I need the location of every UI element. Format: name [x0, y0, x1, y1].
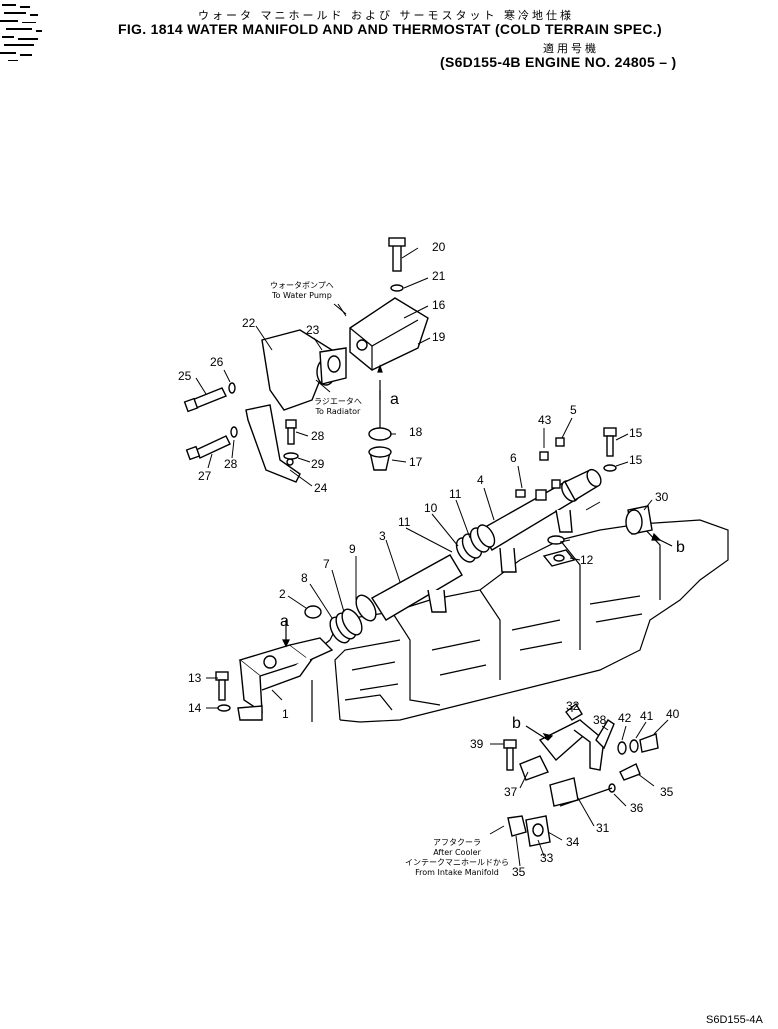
callout-41: 41	[640, 709, 654, 723]
japanese-serial-label: 適用号機	[543, 42, 599, 55]
connection-letter-a: a	[390, 391, 399, 408]
callout-15: 15	[629, 453, 643, 467]
japanese-title: ウォータ マニホールド および サーモスタット 寒冷地仕様	[198, 9, 574, 22]
callout-20: 20	[432, 240, 446, 254]
after-cooler-pipe	[503, 702, 659, 847]
callout-11: 11	[449, 487, 462, 501]
leader-lines	[195, 247, 669, 867]
callout-2: 2	[279, 587, 286, 601]
bolts-upper-left	[183, 382, 299, 461]
callout-37: 37	[504, 785, 518, 799]
callout-4: 4	[477, 473, 484, 487]
callout-14: 14	[188, 701, 202, 715]
callout-25: 25	[178, 369, 192, 383]
callout-19: 19	[432, 330, 446, 344]
callout-42: 42	[618, 711, 632, 725]
callout-33: 33	[540, 851, 554, 865]
callout-28: 28	[224, 457, 238, 471]
figure-title: FIG. 1814 WATER MANIFOLD AND AND THERMOS…	[118, 21, 662, 37]
connection-letters: a a b b	[280, 391, 685, 732]
callout-1: 1	[282, 707, 289, 721]
callout-34: 34	[566, 835, 580, 849]
note-to-radiator: ラジエータへ To Radiator	[314, 397, 362, 416]
callout-23: 23	[306, 323, 320, 337]
callout-32: 32	[566, 699, 580, 713]
callout-35: 35	[660, 785, 674, 799]
drawing-code: S6D155-4A	[706, 1014, 763, 1026]
callout-39: 39	[470, 737, 484, 751]
engine-block	[329, 519, 729, 723]
part-1-riser	[237, 637, 334, 722]
flow-arrows	[282, 364, 673, 741]
callout-9: 9	[349, 542, 356, 556]
callout-21: 21	[432, 269, 446, 283]
callout-17: 17	[409, 455, 423, 469]
callout-5: 5	[570, 403, 577, 417]
connection-letter-b: b	[676, 539, 685, 556]
callout-12: 12	[580, 553, 594, 567]
callout-16: 16	[432, 298, 446, 312]
manifold-pipe-3	[371, 554, 463, 621]
callout-38: 38	[593, 713, 607, 727]
note-to-water-pump: ウォータポンプへ To Water Pump	[270, 281, 334, 300]
connection-letter-a: a	[280, 613, 289, 630]
scan-noise	[0, 4, 42, 61]
callout-18: 18	[409, 425, 423, 439]
callout-11: 11	[398, 515, 411, 529]
callout-3: 3	[379, 529, 386, 543]
callout-6: 6	[510, 451, 517, 465]
water-manifold	[329, 468, 602, 644]
callout-22: 22	[242, 316, 256, 330]
engine-serial: (S6D155-4B ENGINE NO. 24805 – )	[440, 54, 677, 70]
callout-29: 29	[311, 457, 325, 471]
callout-13: 13	[188, 671, 202, 685]
callout-27: 27	[198, 469, 212, 483]
callout-31: 31	[596, 821, 610, 835]
callout-40: 40	[666, 707, 680, 721]
callout-30: 30	[655, 490, 669, 504]
callout-10: 10	[424, 501, 438, 515]
callout-43: 43	[538, 413, 552, 427]
water-outlet-elbow	[245, 329, 347, 483]
connection-letter-b: b	[512, 715, 521, 732]
callout-26: 26	[210, 355, 224, 369]
callout-7: 7	[323, 557, 330, 571]
note-after-cooler-from-intake: アフタクーラ After Cooler インテークマニホールドから From I…	[405, 838, 509, 877]
callout-35: 35	[512, 865, 526, 879]
callout-8: 8	[301, 571, 308, 585]
bolts-upper-right	[539, 427, 653, 535]
callout-36: 36	[630, 801, 644, 815]
callout-24: 24	[314, 481, 328, 495]
callout-28: 28	[311, 429, 325, 443]
callout-15: 15	[629, 426, 643, 440]
